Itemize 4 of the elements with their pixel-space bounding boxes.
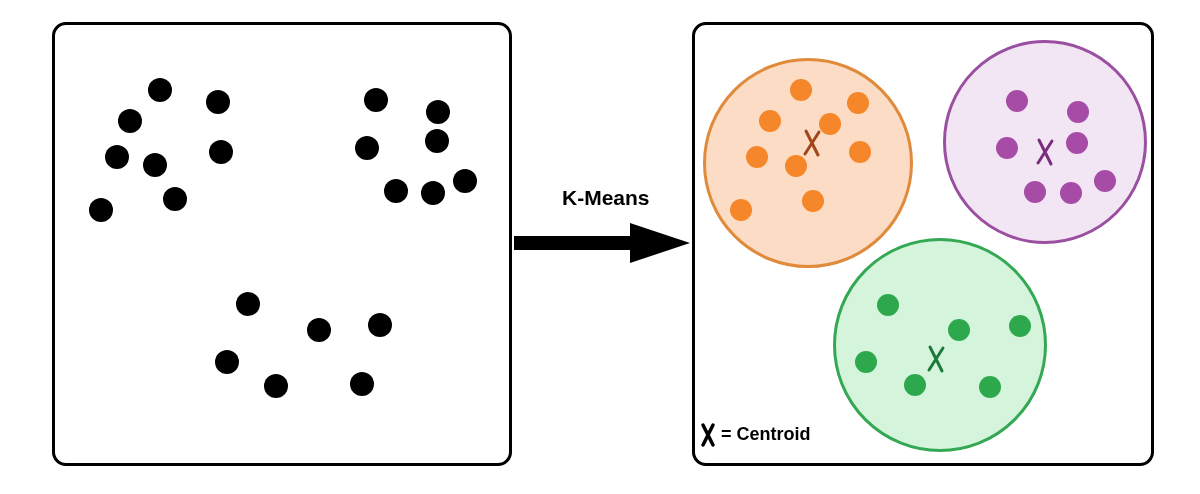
panel-box: [692, 22, 1154, 466]
arrow: [514, 223, 690, 263]
legend-label: = Centroid: [721, 424, 811, 445]
panel-box: [52, 22, 512, 466]
